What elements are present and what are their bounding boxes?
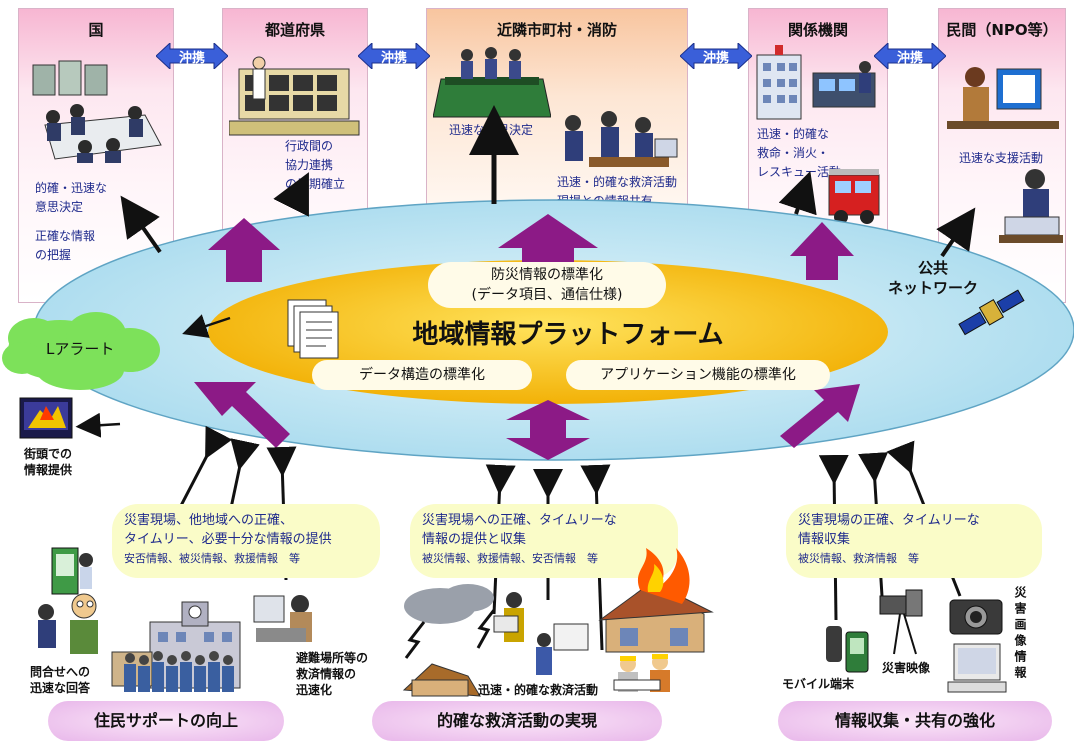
inquiry-label: 問合せへの 迅速な回答 xyxy=(30,665,91,695)
school-building-illustration xyxy=(111,601,241,692)
info-box-collection: 災害現場の正確、タイムリーな 情報収集 被災情報、救済情報 等 xyxy=(786,504,1042,578)
up-arrow-right xyxy=(790,222,854,280)
std1-bubble: 防災情報の標準化 (データ項目、通信仕様) xyxy=(428,262,666,308)
video-label: 災害映像 xyxy=(882,661,931,675)
down-arrow-left-diag xyxy=(194,382,290,448)
panel-country-text: 的確・迅速な 意思決定 正確な情報 の把握 xyxy=(35,181,108,262)
info-box-residents: 災害現場、他地域への正確、 タイムリー、必要十分な情報の提供 安否情報、被災情報… xyxy=(112,504,380,578)
computer-illustration xyxy=(947,643,1007,693)
up-arrow-center xyxy=(498,214,598,268)
outcome-rescue: 的確な救済活動の実現 xyxy=(372,701,662,741)
meeting-room-illustration xyxy=(32,60,162,163)
panel-prefecture-title: 都道府県 xyxy=(264,21,325,39)
street-screen-icon xyxy=(19,397,73,439)
phone-operator-illustration xyxy=(999,169,1063,243)
burning-house-illustration xyxy=(598,548,714,653)
outcome-residents: 住民サポートの向上 xyxy=(48,701,284,741)
street-info-label: 街頭での 情報提供 xyxy=(24,447,73,477)
connector-country xyxy=(120,195,162,254)
phone-booth-illustration xyxy=(51,547,93,595)
evacuation-label: 避難場所等の 救済情報の 迅速化 xyxy=(296,651,369,697)
link-arrow-3: 沖携 xyxy=(680,43,752,69)
operator-illustration xyxy=(947,67,1059,129)
outcome-information: 情報収集・共有の強化 xyxy=(778,701,1052,741)
satellite-icon xyxy=(958,289,1025,336)
double-arrow-center xyxy=(506,400,590,460)
fire-engine-illustration xyxy=(828,169,880,224)
helmet-workers-illustration xyxy=(613,654,670,692)
info-box-rescue: 災害現場への正確、タイムリーな 情報の提供と収集 被災情報、救援情報、安否情報 … xyxy=(410,504,678,578)
panel-private-title: 民間（NPO等） xyxy=(946,21,1058,39)
control-center-illustration xyxy=(229,56,360,136)
link-arrow-1: 沖携 xyxy=(156,43,228,69)
video-camera-illustration xyxy=(879,589,923,655)
image-info-label: 災害画像情報 xyxy=(1013,586,1027,682)
std3-bubble: アプリケーション機能の標準化 xyxy=(566,360,830,390)
panel-private-text: 迅速な支援活動 xyxy=(959,151,1044,165)
evacuation-operator-illustration xyxy=(253,595,312,642)
panel-municipality-title: 近隣市町村・消防 xyxy=(496,21,617,39)
public-network-label: 公共 ネットワーク xyxy=(888,259,979,297)
connector-agencies xyxy=(778,171,817,216)
platform-title: 地域情報プラットフォーム xyxy=(412,320,724,350)
up-arrow-right-diag xyxy=(780,384,860,448)
council-meeting-illustration xyxy=(433,47,551,118)
connector-l-alert xyxy=(182,314,231,338)
connector-street xyxy=(75,412,121,438)
connector-private xyxy=(936,207,976,258)
rescue-team-illustration xyxy=(565,111,678,167)
panel-agencies-title: 関係機関 xyxy=(787,21,848,39)
rescue-workers-illustration xyxy=(493,592,589,675)
mobile-devices-illustration xyxy=(826,626,869,673)
connector-prefecture xyxy=(273,172,309,217)
hospital-illustration xyxy=(756,45,876,120)
storm-house-illustration xyxy=(402,584,496,697)
documents-icon xyxy=(287,299,339,359)
panel-country: 国 的確・迅速な 意思決定 正確な情報 の把握 xyxy=(18,8,174,303)
up-arrow-left xyxy=(208,218,280,282)
rescue-label: 迅速・的確な救済活動 xyxy=(478,683,599,697)
mobile-label: モバイル端末 xyxy=(782,677,855,691)
link-arrow-4: 沖携 xyxy=(874,43,946,69)
panel-country-title: 国 xyxy=(88,21,104,39)
panel-prefecture: 都道府県 行政間の 協力連携 の早期確立 xyxy=(222,8,368,303)
std2-bubble: データ構造の標準化 xyxy=(312,360,532,390)
link-arrow-2: 沖携 xyxy=(358,43,430,69)
photo-camera-illustration xyxy=(949,599,1003,635)
l-alert-cloud xyxy=(2,312,160,390)
l-alert-label: Lアラート xyxy=(46,340,115,358)
inquiry-people-illustration xyxy=(38,593,98,654)
